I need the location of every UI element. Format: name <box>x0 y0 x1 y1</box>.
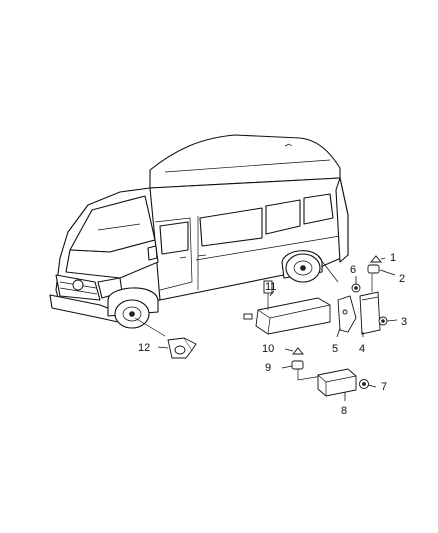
callout-3: 3 <box>401 316 407 328</box>
part-6-bolt <box>351 283 361 293</box>
callout-6: 6 <box>350 264 356 276</box>
part-10-cap <box>292 347 304 355</box>
van-illustration <box>49 134 349 337</box>
callout-8: 8 <box>341 405 347 417</box>
leader-lines <box>157 257 398 401</box>
part-2-connector <box>367 264 380 274</box>
callout-9: 9 <box>265 362 271 374</box>
part-9-connector <box>291 360 323 381</box>
callout-12: 12 <box>138 342 150 354</box>
part-11-module-tray <box>243 280 331 335</box>
callout-11: 11 <box>265 281 276 293</box>
part-8-control-module <box>317 368 357 397</box>
part-5-bracket <box>337 295 357 333</box>
part-7-nut <box>359 379 369 389</box>
rear-wheel <box>281 250 323 283</box>
callout-1: 1 <box>390 252 396 264</box>
callout-4: 4 <box>359 343 365 355</box>
part-12-tpms-sensor <box>167 337 197 359</box>
callout-2: 2 <box>399 273 405 285</box>
callout-10: 10 <box>262 343 274 355</box>
callout-7: 7 <box>381 381 387 393</box>
part-1-cap <box>370 255 382 263</box>
part-4-receiver <box>359 274 381 335</box>
part-3-nut <box>378 316 388 326</box>
callout-5: 5 <box>332 343 338 355</box>
